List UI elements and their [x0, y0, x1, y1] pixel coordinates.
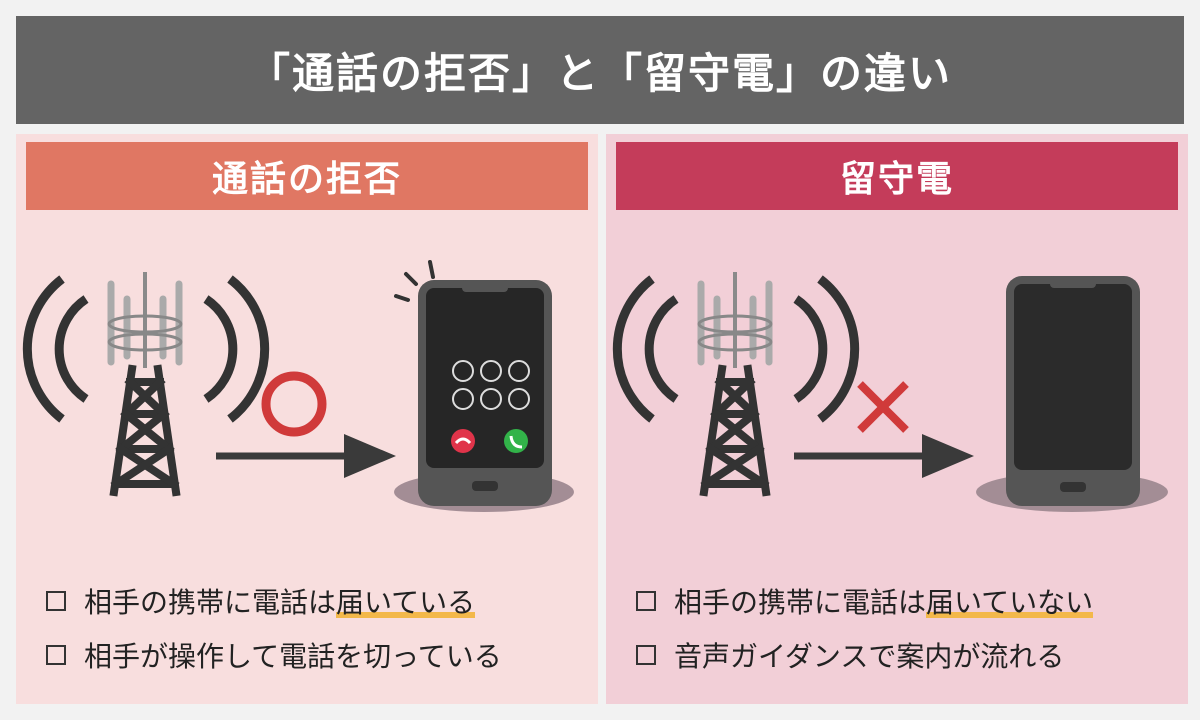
checklist-voicemail: 相手の携帯に電話は届いていない 音声ガイダンスで案内が流れる — [636, 574, 1176, 682]
radio-tower-icon — [697, 272, 773, 497]
list-item: 音声ガイダンスで案内が流れる — [636, 628, 1176, 682]
list-item: 相手が操作して電話を切っている — [46, 628, 586, 682]
ringing-lines-icon — [394, 260, 435, 302]
circle-ok-icon — [261, 371, 327, 437]
panel-header-voicemail: 留守電 — [616, 142, 1178, 210]
arrow-icon — [794, 434, 974, 478]
panel-header-call-reject: 通話の拒否 — [26, 142, 588, 210]
checkbox-icon — [46, 591, 66, 611]
page-title: 「通話の拒否」と「留守電」の違い — [16, 16, 1184, 124]
item-text: 相手の携帯に電話は — [84, 586, 337, 619]
list-item: 相手の携帯に電話は届いている — [46, 574, 586, 628]
smartphone-ringing-icon — [394, 260, 574, 512]
accept-call-icon — [504, 429, 528, 453]
item-text-highlight: 届いている — [336, 581, 476, 621]
panel-call-reject: 通話の拒否 — [16, 134, 598, 704]
item-text: 相手の携帯に電話は — [674, 586, 927, 619]
checkbox-icon — [636, 591, 656, 611]
item-text: 相手が操作して電話を切っている — [84, 640, 502, 673]
checkbox-icon — [46, 645, 66, 665]
radio-tower-icon — [107, 272, 183, 497]
item-text-highlight: 届いていない — [926, 581, 1094, 621]
checklist-call-reject: 相手の携帯に電話は届いている 相手が操作して電話を切っている — [46, 574, 586, 682]
decline-call-icon — [451, 429, 475, 453]
signal-wave-icon — [22, 275, 270, 423]
smartphone-icon — [976, 276, 1168, 512]
cross-ng-icon — [857, 381, 909, 433]
item-text: 音声ガイダンスで案内が流れる — [674, 640, 1065, 673]
list-item: 相手の携帯に電話は届いていない — [636, 574, 1176, 628]
panel-voicemail: 留守電 — [606, 134, 1188, 704]
arrow-icon — [216, 434, 396, 478]
signal-wave-icon — [612, 275, 860, 423]
voicemail-scene — [612, 272, 1168, 512]
call-reject-scene — [22, 260, 574, 512]
checkbox-icon — [636, 645, 656, 665]
